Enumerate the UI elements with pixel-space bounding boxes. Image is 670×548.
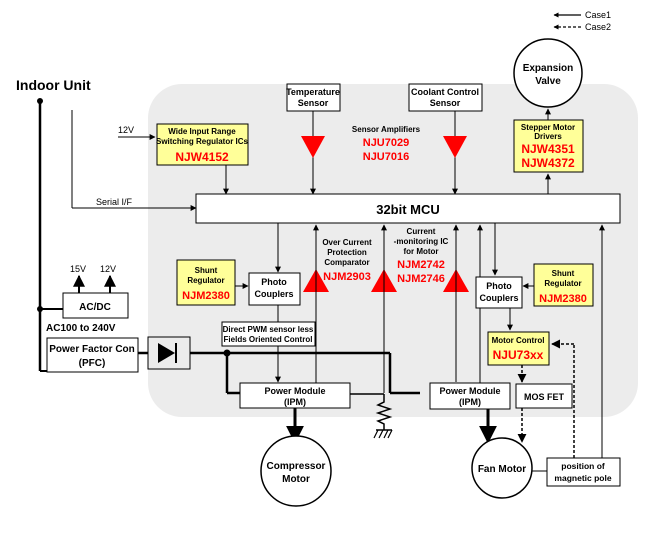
stepper-title-2: Drivers (534, 132, 562, 141)
coolant-sensor-line1: Coolant Control (411, 87, 479, 97)
expansion-valve-line1: Expansion (523, 63, 574, 74)
compressor-line1: Compressor (267, 461, 326, 472)
sensor-amps-part-1: NJU7029 (363, 137, 409, 149)
fan-motor-label: Fan Motor (478, 464, 526, 475)
pwm-foc-box (221, 321, 316, 347)
photo-coupler-right-box (475, 276, 523, 309)
regulator-input-voltage: 12V (118, 125, 134, 135)
over-current-title-2: Protection (327, 248, 367, 257)
legend-case1: Case1 (585, 10, 611, 20)
compressor-motor-circle (260, 435, 332, 507)
power-module-left-line1: Power Module (264, 386, 325, 396)
motor-control-title: Motor Control (492, 336, 545, 345)
acdc-15v: 15V (70, 264, 86, 274)
current-monitor-title-2: -monitoring IC (394, 237, 449, 246)
temperature-sensor-line2: Sensor (298, 98, 329, 108)
acdc-box (62, 292, 129, 319)
temperature-sensor-line1: Temperature (286, 87, 340, 97)
pfc-box (46, 337, 139, 373)
mosfet-label: MOS FET (524, 392, 565, 402)
coolant-sensor-box (408, 83, 483, 112)
fan-motor-circle (471, 437, 533, 499)
photo-right-line2: Couplers (479, 293, 518, 303)
pwm-line2: Fields Oriented Control (224, 335, 313, 344)
photo-right-line1: Photo (486, 281, 512, 291)
shunt-right-title-2: Regulator (544, 279, 581, 288)
sensor-amps-title: Sensor Amplifiers (352, 125, 421, 134)
stepper-driver-box (513, 119, 584, 173)
expansion-valve-line2: Valve (535, 76, 561, 87)
magnetic-pole-line2: magnetic pole (554, 473, 611, 483)
magnetic-pole-line1: position of (561, 461, 605, 471)
stepper-title-1: Stepper Motor (521, 123, 575, 132)
power-module-right-box (429, 382, 511, 410)
photo-coupler-left-box (248, 272, 301, 306)
compressor-line2: Motor (282, 474, 310, 485)
serial-if-label: Serial I/F (96, 197, 133, 207)
over-current-title-3: Comparator (324, 258, 369, 267)
over-current-title-1: Over Current (322, 238, 372, 247)
regulator-title-1: Wide Input Range (168, 127, 236, 136)
regulator-box (156, 123, 249, 166)
sensor-amps-part-2: NJU7016 (363, 151, 409, 163)
temperature-amp-triangle (301, 136, 325, 158)
shunt-left-title-2: Regulator (187, 276, 224, 285)
power-module-left-line2: (IPM) (284, 397, 306, 407)
regulator-part: NJW4152 (175, 150, 229, 164)
acdc-input-label: AC100 to 240V (46, 323, 116, 334)
expansion-valve-circle (513, 38, 583, 108)
pfc-line1: Power Factor Con (49, 344, 135, 355)
shunt-right-part: NJM2380 (539, 293, 587, 305)
shunt-left-part: NJM2380 (182, 290, 230, 302)
over-current-part: NJM2903 (323, 271, 371, 283)
current-monitor-title-1: Current (407, 227, 436, 236)
mosfet-box (515, 383, 573, 409)
diode-icon (158, 343, 175, 363)
shunt-right-title-1: Shunt (552, 269, 575, 278)
stepper-part-1: NJW4351 (521, 142, 575, 156)
acdc-12v: 12V (100, 264, 116, 274)
current-monitor-part-1: NJM2742 (397, 259, 445, 271)
stepper-part-2: NJW4372 (521, 156, 575, 170)
indoor-unit-label: Indoor Unit (16, 77, 91, 93)
photo-left-line1: Photo (261, 277, 287, 287)
photo-left-line2: Couplers (254, 289, 293, 299)
shunt-left-box (176, 259, 236, 306)
power-module-left-box (239, 382, 351, 409)
regulator-title-2: Switching Regulator ICs (156, 137, 249, 146)
shunt-right-box (533, 263, 594, 307)
acdc-label: AC/DC (79, 302, 111, 313)
shunt-left-title-1: Shunt (195, 266, 218, 275)
mcu-box (195, 193, 621, 224)
mcu-label: 32bit MCU (376, 202, 440, 217)
current-monitor-title-3: for Motor (403, 247, 438, 256)
coolant-sensor-line2: Sensor (430, 98, 461, 108)
motor-control-part: NJU73xx (493, 348, 544, 362)
current-monitor-part-2: NJM2746 (397, 273, 445, 285)
coolant-amp-triangle (443, 136, 467, 158)
pfc-line2: (PFC) (79, 358, 106, 369)
legend-case2: Case2 (585, 22, 611, 32)
pwm-line1: Direct PWM sensor less (223, 325, 314, 334)
shunt-resistor-icon (375, 394, 393, 430)
motor-control-box (487, 331, 550, 366)
power-module-right-line2: (IPM) (459, 397, 481, 407)
magnetic-pole-box (546, 457, 621, 487)
legend: Case1 Case2 (553, 10, 611, 32)
power-module-right-line1: Power Module (439, 386, 500, 396)
